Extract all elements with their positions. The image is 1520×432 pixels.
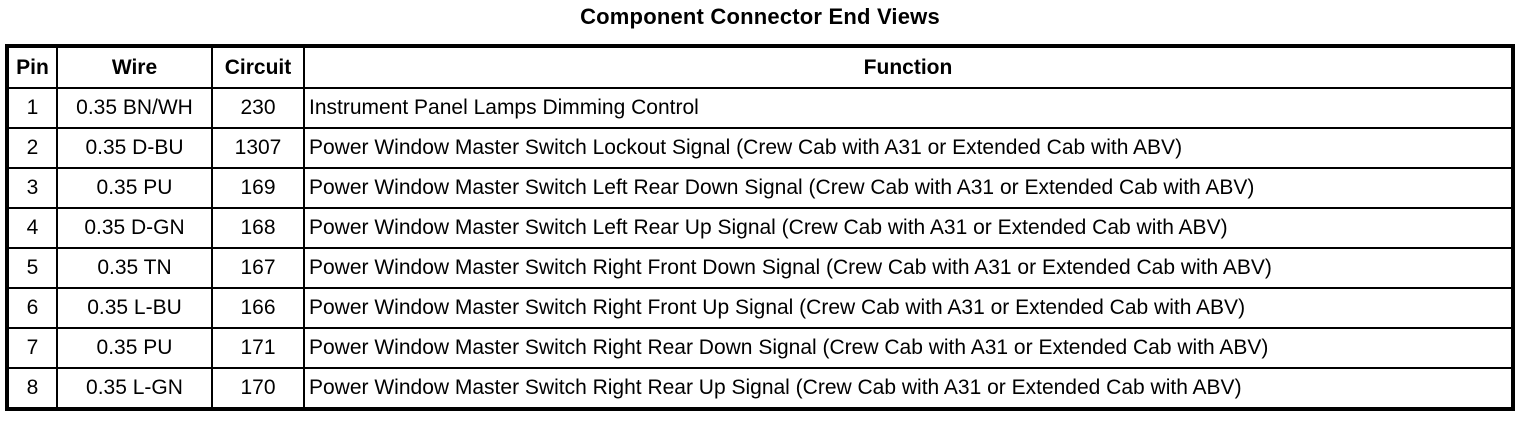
column-header-function: Function xyxy=(303,45,1514,89)
cell-function: Power Window Master Switch Left Rear Up … xyxy=(303,207,1514,249)
page-title: Component Connector End Views xyxy=(580,4,940,29)
table-header-row: Pin Wire Circuit Function xyxy=(6,45,1514,89)
cell-wire: 0.35 PU xyxy=(56,167,213,209)
column-header-pin: Pin xyxy=(6,45,58,89)
cell-pin: 6 xyxy=(6,287,58,329)
column-header-circuit: Circuit xyxy=(211,45,305,89)
cell-wire: 0.35 L-GN xyxy=(56,367,213,410)
cell-function: Power Window Master Switch Left Rear Dow… xyxy=(303,167,1514,209)
cell-circuit: 169 xyxy=(211,167,305,209)
cell-wire: 0.35 D-BU xyxy=(56,127,213,169)
cell-pin: 5 xyxy=(6,247,58,289)
cell-pin: 2 xyxy=(6,127,58,169)
cell-wire: 0.35 TN xyxy=(56,247,213,289)
cell-function: Power Window Master Switch Right Rear Do… xyxy=(303,327,1514,369)
column-header-wire: Wire xyxy=(56,45,213,89)
cell-function: Power Window Master Switch Right Front U… xyxy=(303,287,1514,329)
cell-function: Instrument Panel Lamps Dimming Control xyxy=(303,87,1514,129)
cell-pin: 4 xyxy=(6,207,58,249)
cell-circuit: 168 xyxy=(211,207,305,249)
cell-function: Power Window Master Switch Right Rear Up… xyxy=(303,367,1514,410)
cell-wire: 0.35 L-BU xyxy=(56,287,213,329)
cell-circuit: 171 xyxy=(211,327,305,369)
cell-circuit: 170 xyxy=(211,367,305,410)
cell-function: Power Window Master Switch Lockout Signa… xyxy=(303,127,1514,169)
cell-wire: 0.35 PU xyxy=(56,327,213,369)
cell-wire: 0.35 BN/WH xyxy=(56,87,213,129)
cell-circuit: 167 xyxy=(211,247,305,289)
cell-pin: 3 xyxy=(6,167,58,209)
cell-function: Power Window Master Switch Right Front D… xyxy=(303,247,1514,289)
cell-wire: 0.35 D-GN xyxy=(56,207,213,249)
cell-circuit: 166 xyxy=(211,287,305,329)
cell-pin: 7 xyxy=(6,327,58,369)
cell-circuit: 230 xyxy=(211,87,305,129)
cell-pin: 1 xyxy=(6,87,58,129)
cell-pin: 8 xyxy=(6,367,58,410)
cell-circuit: 1307 xyxy=(211,127,305,169)
